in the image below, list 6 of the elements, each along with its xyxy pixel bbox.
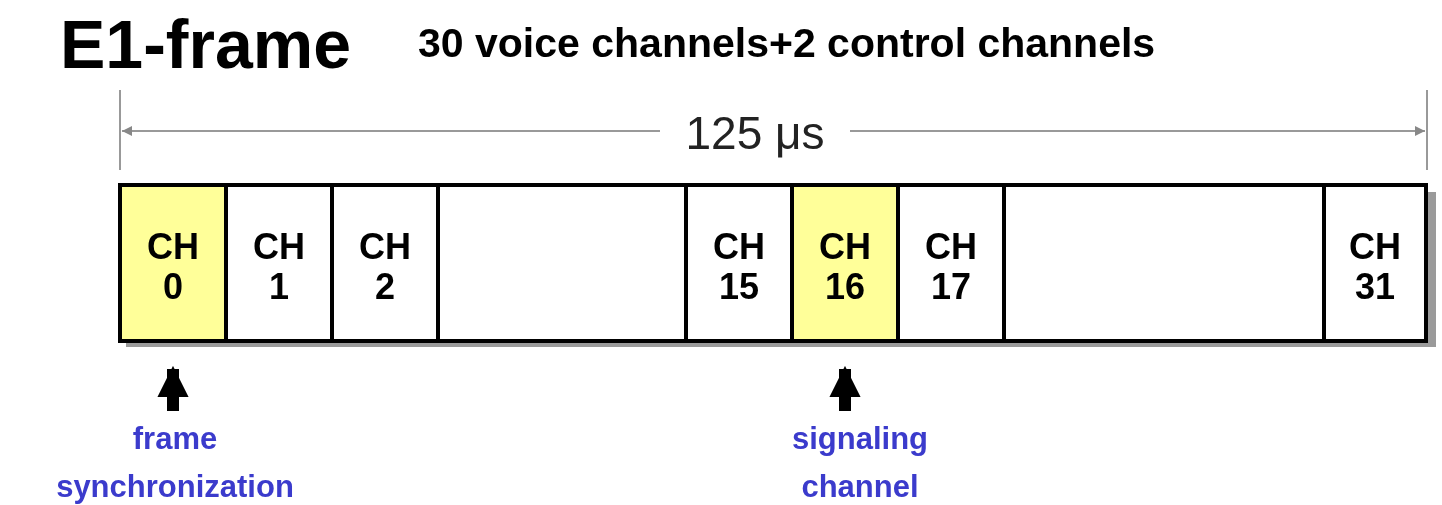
arrow (157, 365, 189, 411)
subtitle: 30 voice channels+2 control channels (418, 19, 1157, 68)
arrow (829, 365, 861, 411)
annotation-label: frame synchronization (20, 415, 330, 505)
annotation-label: signaling channel (740, 415, 980, 505)
diagram-title: E1-frame (60, 8, 352, 80)
